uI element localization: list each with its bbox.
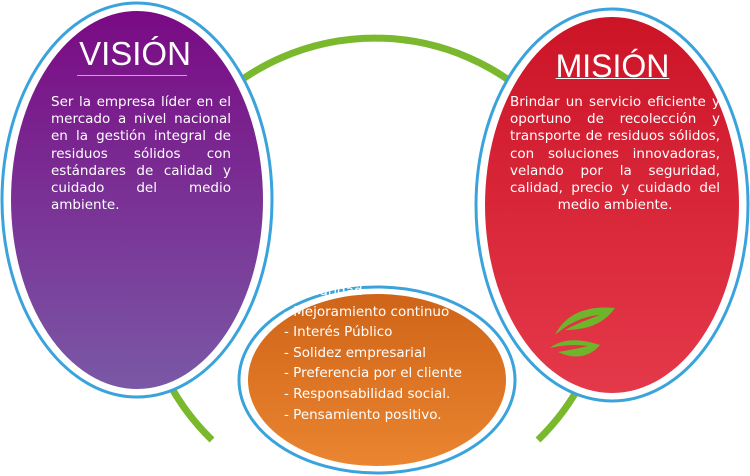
values-item: - Interés Público xyxy=(284,324,393,341)
mission-text: Brindar un servicio eficiente y oportuno… xyxy=(510,94,720,214)
values-ellipse xyxy=(248,294,506,466)
vision-ellipse xyxy=(11,11,263,389)
values-item: - Mejoramiento continuo xyxy=(284,303,450,320)
values-item: - Solidez empresarial xyxy=(284,344,426,361)
mission-title: MISIÓN xyxy=(555,48,670,84)
vision-text: Ser la empresa líder en el mercado a niv… xyxy=(51,94,231,214)
values-item: - Pensamiento positivo. xyxy=(284,406,442,423)
leaf-icon xyxy=(550,307,615,357)
values-item: - Preferencia por el cliente xyxy=(284,365,462,382)
values-item: - Responsabilidad social. xyxy=(284,385,451,402)
values-item: - Integridad xyxy=(284,283,363,299)
vision-title: VISIÓN xyxy=(79,35,191,72)
values-divider xyxy=(307,274,449,275)
vision-divider xyxy=(77,75,187,76)
values-title: VALORES xyxy=(291,223,464,264)
mission-ellipse xyxy=(485,17,739,393)
values-list: - Integridad - Mejoramiento continuo - I… xyxy=(284,281,462,425)
